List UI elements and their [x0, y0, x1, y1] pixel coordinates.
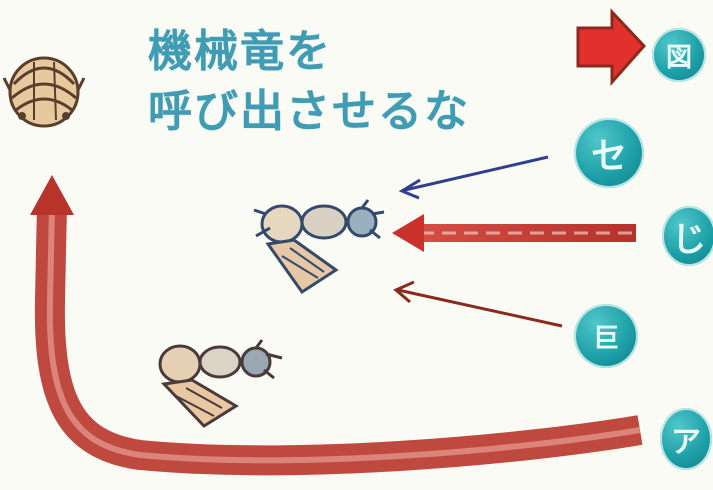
- return-arrow: [30, 175, 643, 476]
- badge-ji: じ: [662, 206, 713, 266]
- upper-thin-arrow: [398, 155, 549, 200]
- badge-bottom: ア: [660, 408, 712, 470]
- caption-line-2: 呼び出させるな: [148, 86, 470, 137]
- mech-dragon-upper-icon: [253, 199, 385, 295]
- mechanical-dragon-pod-icon: [2, 56, 86, 128]
- badge-ko-label: 巨: [592, 323, 619, 354]
- caption-line-1: 機械竜を: [148, 26, 332, 77]
- lower-thin-arrow: [393, 280, 563, 328]
- badge-se-label: セ: [590, 136, 627, 177]
- middle-red-arrow: [392, 214, 636, 252]
- badge-top-label: 図: [665, 42, 692, 73]
- badge-top: 図: [652, 28, 706, 82]
- caption: 機械竜を 呼び出させるな: [148, 22, 470, 142]
- badge-ji-label: じ: [672, 219, 706, 260]
- badge-ko: 巨: [574, 304, 638, 368]
- badge-bottom-label: ア: [671, 425, 701, 460]
- top-red-arrow-icon: [576, 8, 647, 86]
- mech-dragon-lower-icon: [158, 339, 283, 428]
- badge-se: セ: [574, 118, 644, 188]
